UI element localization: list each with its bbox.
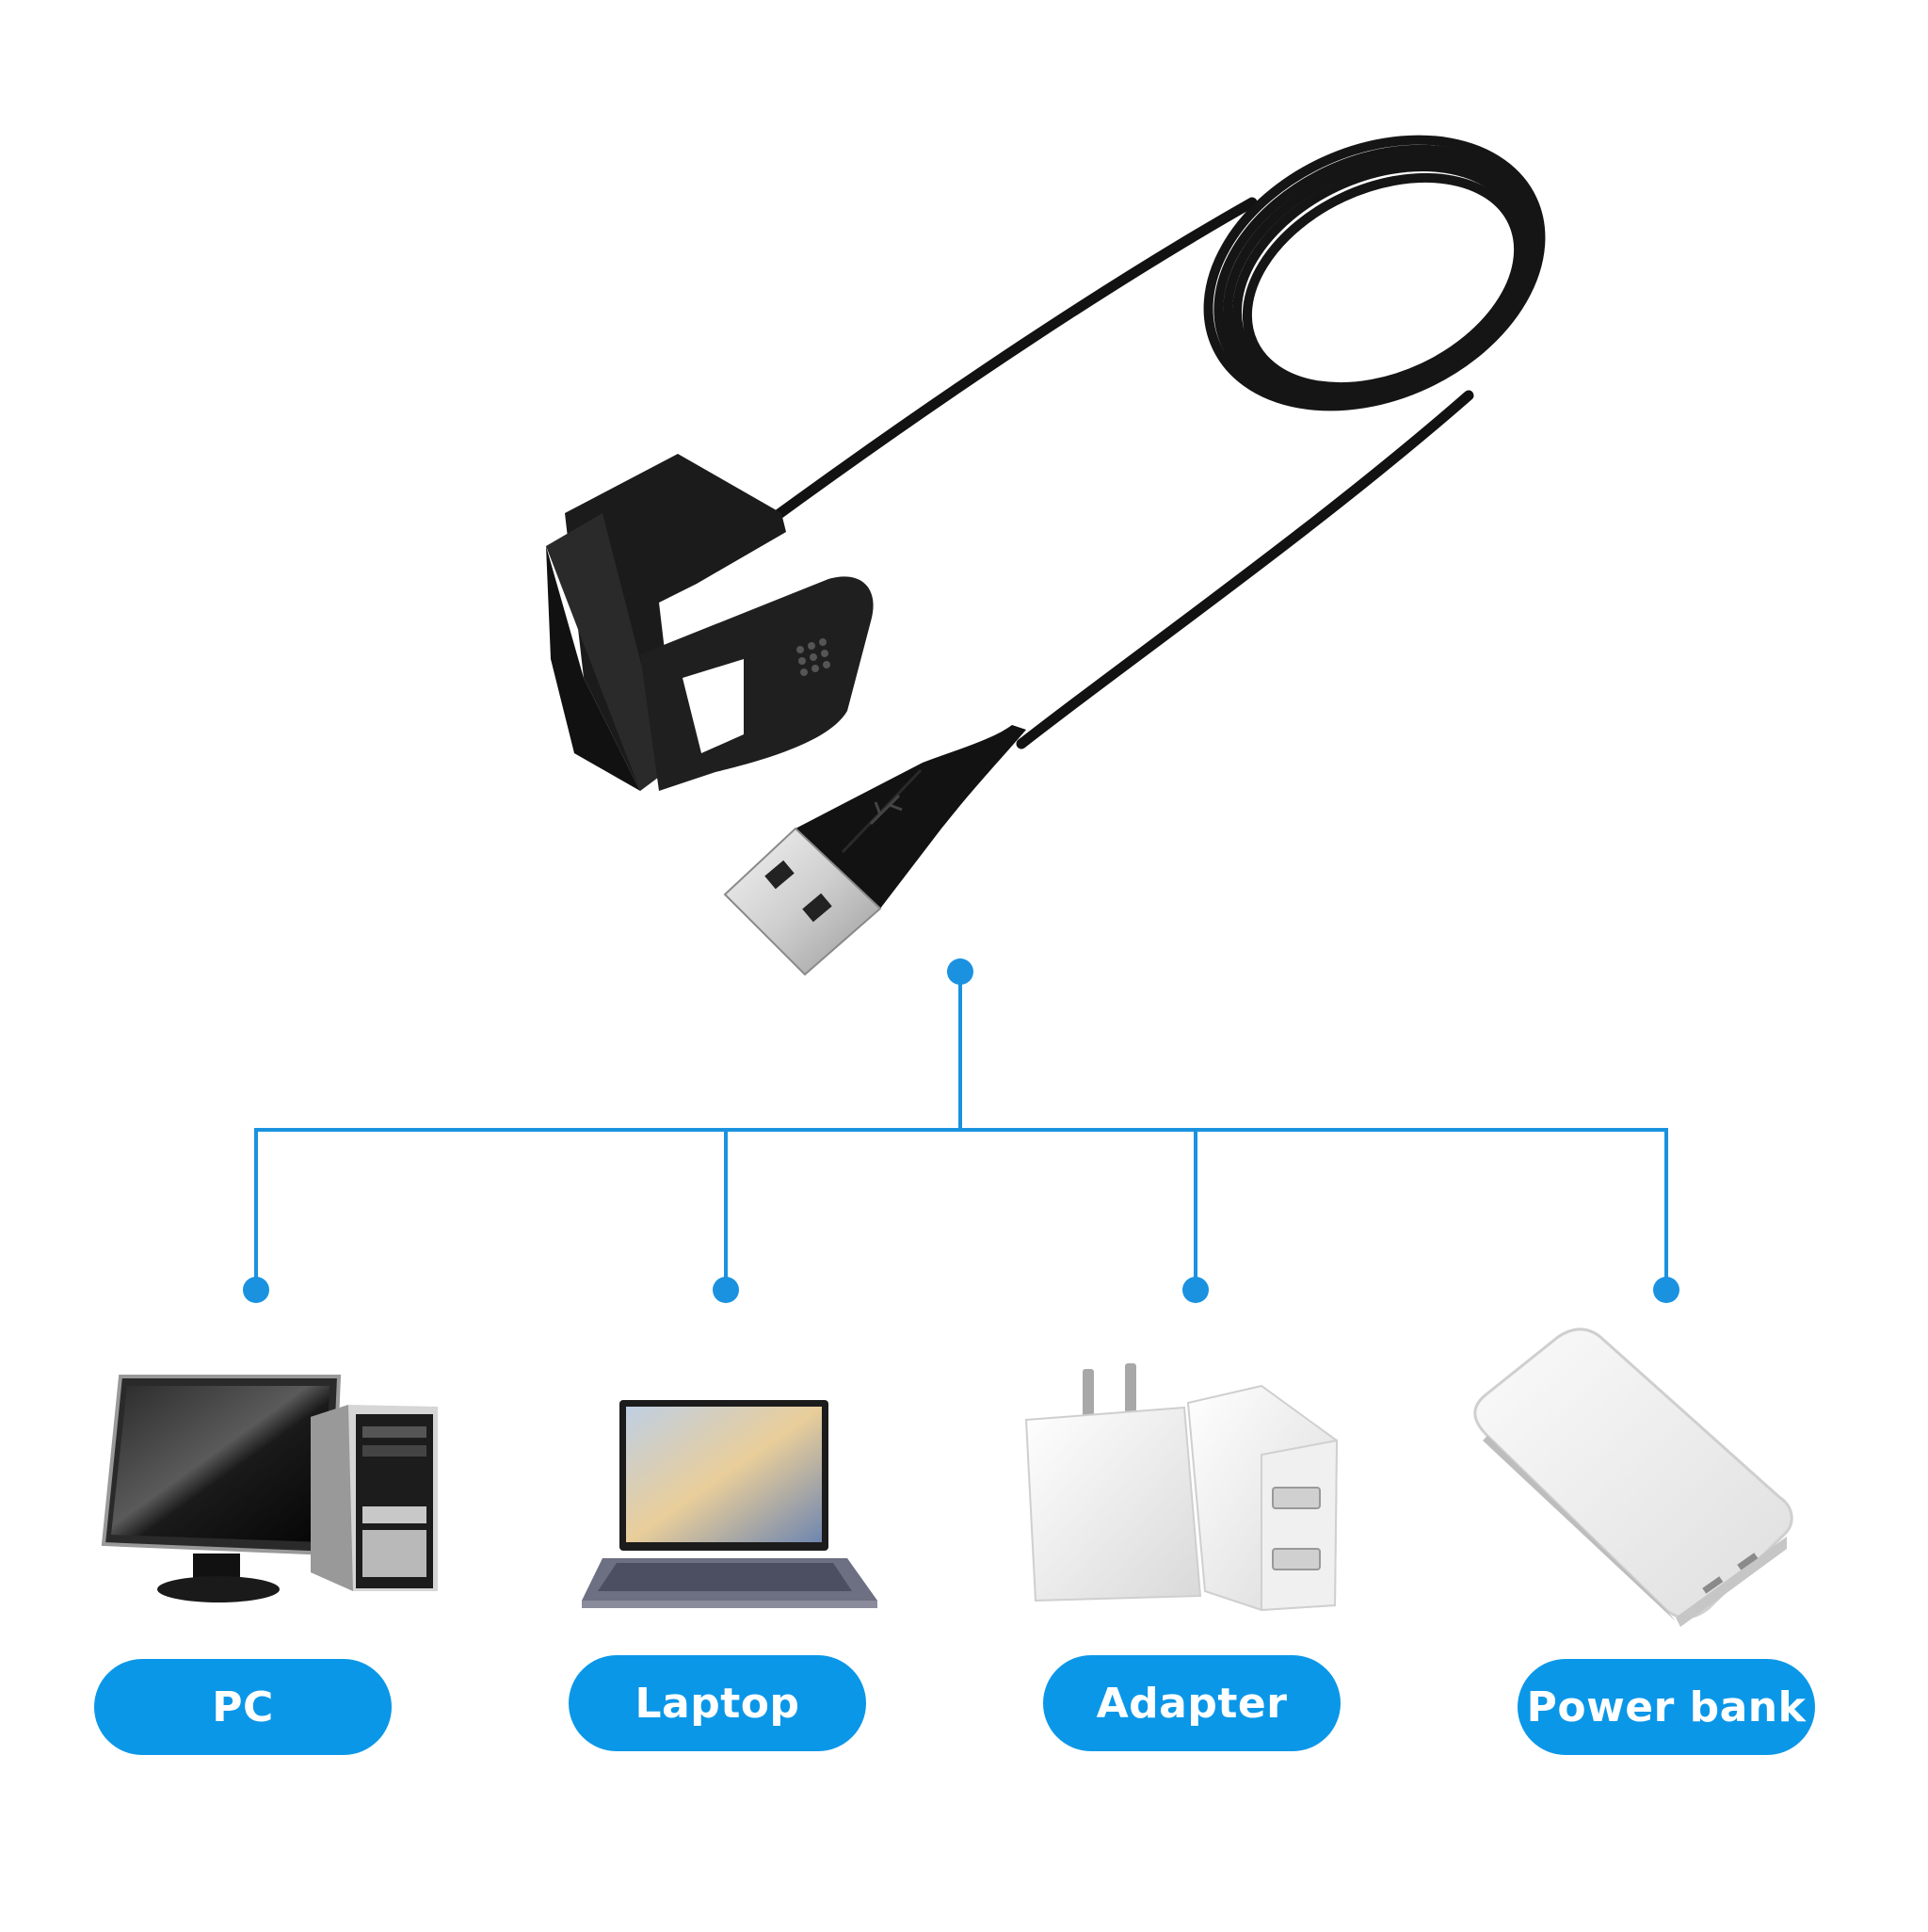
desktop-pc-icon [101, 1375, 438, 1602]
device-label-text: Power bank [1526, 1682, 1807, 1731]
device-label-text: PC [212, 1682, 274, 1731]
connector-tree [254, 974, 1668, 1290]
power-bank-icon [1473, 1328, 1793, 1627]
device-label-adapter: Adapter [1043, 1655, 1341, 1751]
device-label-text: Laptop [635, 1679, 800, 1728]
device-label-pc: PC [94, 1659, 392, 1755]
laptop-icon [582, 1400, 877, 1608]
device-label-text: Adapter [1096, 1679, 1288, 1728]
charging-cable-icon [546, 135, 1546, 976]
device-label-power-bank: Power bank [1518, 1659, 1815, 1755]
usb-wall-adapter-icon [1024, 1363, 1339, 1612]
connector-dots [243, 958, 1679, 1303]
device-label-laptop: Laptop [569, 1655, 866, 1751]
